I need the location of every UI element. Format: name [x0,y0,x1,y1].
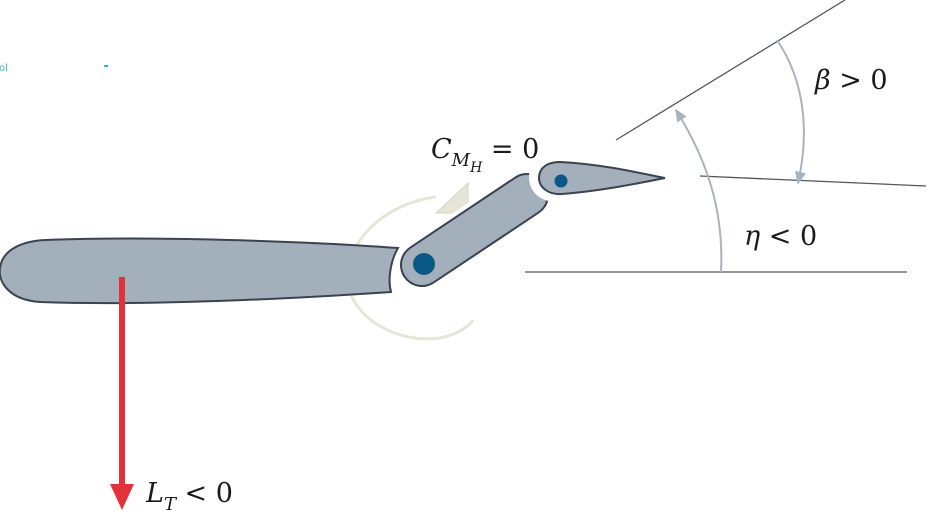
hinge-moment-arc [346,195,475,341]
eta-angle-arc [675,108,723,273]
tab-chord-reference-line [699,175,927,187]
hinge-moment-label: CMH = 0 [431,134,539,176]
tailplane-airfoil [0,237,400,305]
hinge-moment-arrowhead [434,181,469,214]
beta-angle-arc [776,39,806,185]
eta-label: η < 0 [744,221,817,252]
tab-hinge-dot [554,174,568,188]
beta-label: β > 0 [814,65,888,96]
beta-deflection-line [615,0,846,141]
corner-mark: ol [0,63,8,74]
trim-tab [537,160,666,196]
lift-arrow-head [110,484,134,510]
lift-label: LT < 0 [145,478,233,515]
elevator-link [402,175,547,285]
elevator-hinge-dot [413,253,435,275]
